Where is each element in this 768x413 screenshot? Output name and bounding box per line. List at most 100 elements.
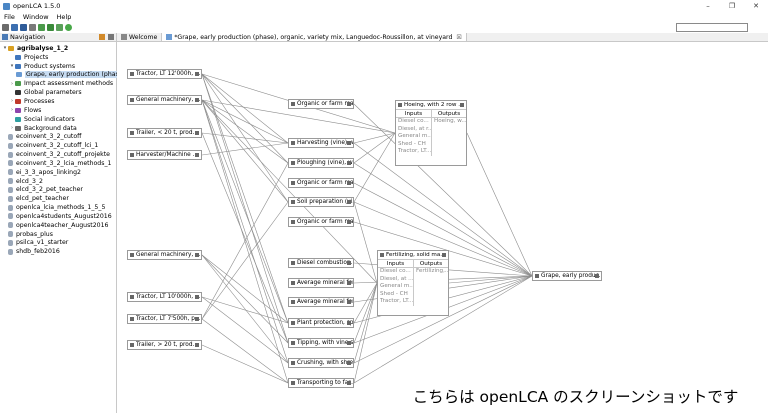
process-node[interactable]: Organic or farm ma...: [288, 217, 354, 227]
expand-icon[interactable]: [291, 181, 295, 185]
expand-icon[interactable]: [291, 281, 295, 285]
tree-item[interactable]: shdb_feb2016: [0, 247, 116, 256]
home-icon[interactable]: [2, 24, 9, 31]
process-node[interactable]: Tractor, LT 7'500h, p...: [127, 314, 202, 324]
expand-icon[interactable]: [347, 381, 351, 385]
process-node[interactable]: Harvester/Machine ...: [127, 150, 202, 160]
collapse-icon[interactable]: [460, 103, 464, 107]
search-input[interactable]: [676, 23, 748, 32]
process-node[interactable]: Organic or farm ma...: [288, 178, 354, 188]
print-icon[interactable]: [29, 24, 36, 31]
tree-item[interactable]: probas_plus: [0, 230, 116, 239]
expand-arrow-icon[interactable]: ›: [11, 98, 13, 105]
input-flow[interactable]: Shed - CH: [398, 140, 426, 147]
expand-icon[interactable]: [347, 300, 351, 304]
expand-arrow-icon[interactable]: ›: [11, 125, 13, 132]
input-flow[interactable]: Diesel, at r...: [398, 125, 431, 132]
expand-icon[interactable]: [347, 341, 351, 345]
input-flow[interactable]: Tractor, LT...: [398, 148, 431, 155]
export-icon[interactable]: [47, 24, 54, 31]
tree-item[interactable]: elcd_3_2: [0, 177, 116, 186]
process-node[interactable]: Tractor, LT 12'000h, ...: [127, 69, 202, 79]
tree-item[interactable]: ›Impact assessment methods: [0, 79, 116, 88]
tree-item[interactable]: ▾Product systems: [0, 62, 116, 71]
expand-icon[interactable]: [347, 181, 351, 185]
expand-icon[interactable]: [195, 153, 199, 157]
expand-icon[interactable]: [535, 274, 539, 278]
menu-window[interactable]: Window: [22, 13, 49, 21]
tree-item[interactable]: elcd_pet_teacher: [0, 194, 116, 203]
expand-icon[interactable]: [347, 141, 351, 145]
process-node[interactable]: General machinery, ...: [127, 250, 202, 260]
process-node[interactable]: Average mineral fer...: [288, 297, 354, 307]
expand-icon[interactable]: [347, 102, 351, 106]
input-flow[interactable]: Diesel co...: [398, 118, 429, 124]
expand-icon[interactable]: [291, 200, 295, 204]
process-node[interactable]: Transporting to far...: [288, 378, 354, 388]
import-icon[interactable]: [38, 24, 45, 31]
expand-icon[interactable]: [130, 295, 134, 299]
expand-icon[interactable]: [291, 341, 295, 345]
tree-item[interactable]: Projects: [0, 53, 116, 62]
input-flow[interactable]: Diesel, at ...: [380, 275, 413, 282]
expand-icon[interactable]: [347, 361, 351, 365]
output-flow[interactable]: Hoeing, w...: [434, 118, 466, 124]
process-node[interactable]: Diesel combustion...: [288, 258, 354, 268]
expand-icon[interactable]: [291, 220, 295, 224]
expand-icon[interactable]: [347, 200, 351, 204]
minimize-button[interactable]: –: [706, 2, 710, 10]
expand-icon[interactable]: [291, 161, 295, 165]
process-node[interactable]: Tractor, LT 10'000h, ...: [127, 292, 202, 302]
expand-arrow-icon[interactable]: ›: [11, 80, 13, 87]
input-flow[interactable]: General m...: [380, 283, 413, 290]
tree-item[interactable]: ›Background data: [0, 124, 116, 133]
expand-icon[interactable]: [130, 153, 134, 157]
expand-icon[interactable]: [291, 141, 295, 145]
tree-item[interactable]: Grape, early production (phase: [0, 71, 124, 80]
expand-icon[interactable]: [130, 343, 134, 347]
process-node[interactable]: Average mineral fer...: [288, 278, 354, 288]
maximize-button[interactable]: ❐: [728, 2, 736, 10]
save-all-icon[interactable]: [20, 24, 27, 31]
process-node[interactable]: General machinery, ...: [127, 95, 202, 105]
link-editor-icon[interactable]: [99, 34, 105, 40]
tab-welcome[interactable]: Welcome: [117, 33, 163, 41]
expand-icon[interactable]: [195, 98, 199, 102]
expand-icon[interactable]: [130, 253, 134, 257]
expand-icon[interactable]: [195, 253, 199, 257]
close-tab-icon[interactable]: ☒: [456, 33, 462, 41]
expand-icon[interactable]: [347, 220, 351, 224]
process-node[interactable]: Trailer, > 20 t, prod...: [127, 340, 202, 350]
expand-icon[interactable]: [130, 72, 134, 76]
tree-item[interactable]: ecoinvent_3_2_lcia_methods_1: [0, 159, 116, 168]
expand-icon[interactable]: [291, 102, 295, 106]
expand-icon[interactable]: [195, 72, 199, 76]
input-flow[interactable]: General m...: [398, 133, 431, 140]
collapse-icon[interactable]: [380, 253, 384, 257]
model-graph-canvas[interactable]: Tractor, LT 12'000h, ... General machiner…: [117, 42, 768, 413]
menu-help[interactable]: Help: [56, 13, 72, 21]
expand-arrow-icon[interactable]: ▾: [10, 63, 14, 70]
expand-icon[interactable]: [291, 321, 295, 325]
expand-icon[interactable]: [291, 381, 295, 385]
expand-icon[interactable]: [347, 161, 351, 165]
expand-icon[interactable]: [347, 281, 351, 285]
tree-item[interactable]: ›Flows: [0, 106, 116, 115]
process-node[interactable]: Trailer, < 20 t, prod...: [127, 128, 202, 138]
tree-item[interactable]: Social indicators: [0, 115, 116, 124]
tab-product-system[interactable]: *Grape, early production (phase), organi…: [162, 33, 467, 41]
process-node[interactable]: Ploughing (vine), wi...: [288, 158, 354, 168]
expand-icon[interactable]: [291, 261, 295, 265]
process-node[interactable]: Grape, early produc...: [532, 271, 602, 281]
tree-item[interactable]: ›Processes: [0, 97, 116, 106]
process-node[interactable]: Crushing, with shred...: [288, 358, 354, 368]
expand-icon[interactable]: [195, 295, 199, 299]
tree-item[interactable]: ecoinvent_3_2_cutoff: [0, 132, 116, 141]
tree-item[interactable]: ecoinvent_3_2_cutoff_lci_1: [0, 141, 116, 150]
expand-icon[interactable]: [595, 274, 599, 278]
collapse-icon[interactable]: [398, 103, 402, 107]
expand-icon[interactable]: [195, 317, 199, 321]
input-flow[interactable]: Tractor, LT...: [380, 298, 413, 305]
